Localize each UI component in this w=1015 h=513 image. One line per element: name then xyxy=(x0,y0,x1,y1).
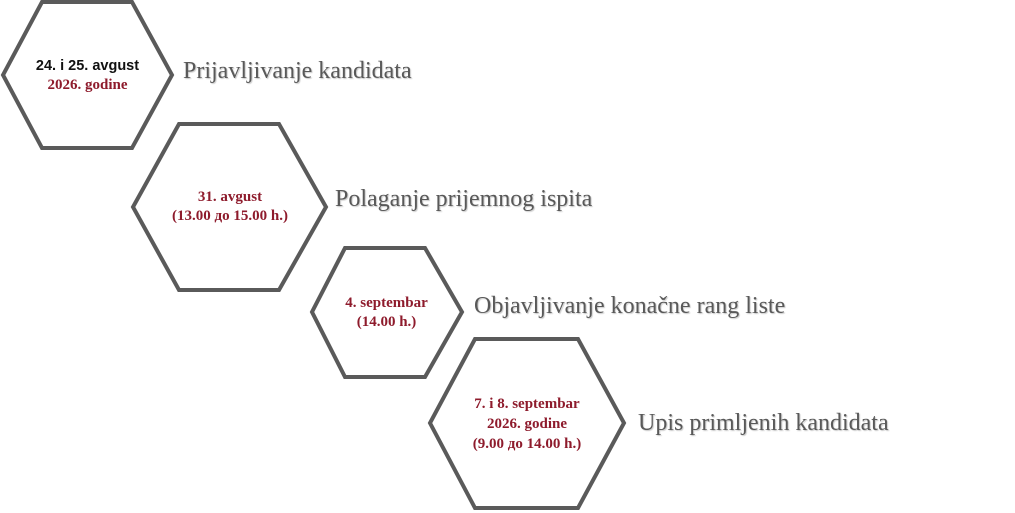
step-2-date-line-1: 31. avgust xyxy=(197,189,263,205)
step-3-date-line-1: 4. septembar xyxy=(345,294,428,311)
hexagon-shape xyxy=(427,337,627,510)
step-3-date: 4. septembar (14.00 h.) xyxy=(309,245,464,380)
step-1-date-line-1: 24. i 25. avgust xyxy=(35,58,140,74)
step-4-hexagon: 7. i 8. septembar 2026. godine (9.00 до … xyxy=(427,336,627,511)
hexagon-shape xyxy=(309,246,465,379)
step-4-title: Upis primljenih kandidata xyxy=(638,410,889,436)
step-2-date: 31. avgust (13.00 до 15.00 h.) xyxy=(130,121,330,293)
step-1-hexagon: 24. i 25. avgust 2026. godine xyxy=(0,0,175,152)
step-1-date: 24. i 25. avgust 2026. godine xyxy=(0,0,175,152)
step-4-date-line-3: (9.00 до 14.00 h.) xyxy=(472,435,582,452)
step-4-date: 7. i 8. septembar 2026. godine (9.00 до … xyxy=(427,336,627,511)
step-1-title: Prijavljivanje kandidata xyxy=(183,58,412,84)
step-3-hexagon: 4. septembar (14.00 h.) xyxy=(309,245,465,380)
step-2-title: Polaganje prijemnog ispita xyxy=(335,186,593,212)
step-1-date-line-2: 2026. godine xyxy=(47,77,128,93)
step-3-date-line-2: (14.00 h.) xyxy=(356,313,417,330)
step-4-date-line-1: 7. i 8. septembar xyxy=(474,395,580,412)
step-2-hexagon: 31. avgust (13.00 до 15.00 h.) xyxy=(130,121,330,293)
step-3-title: Objavljivanje konačne rang liste xyxy=(474,293,786,319)
hexagon-shape xyxy=(0,0,175,150)
step-2-date-line-2: (13.00 до 15.00 h.) xyxy=(172,208,288,224)
step-4-date-line-2: 2026. godine xyxy=(486,415,567,432)
hexagon-shape xyxy=(130,122,329,292)
